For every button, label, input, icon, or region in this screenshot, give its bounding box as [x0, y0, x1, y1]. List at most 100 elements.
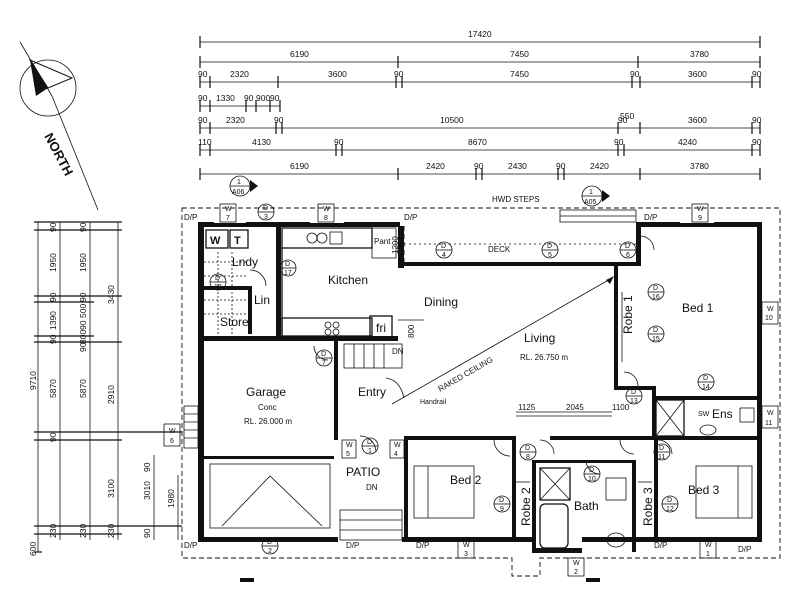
- room-kitchen: Kitchen: [328, 273, 368, 287]
- room-bath: Bath: [574, 499, 599, 513]
- dim-r3-6: 3600: [688, 69, 707, 79]
- svg-text:D: D: [499, 497, 504, 504]
- room-labels: Lndy Lin Store Kitchen Pant fri Dining D…: [220, 195, 733, 526]
- room-living: Living: [524, 331, 555, 345]
- dim-r3-0: 90: [198, 69, 208, 79]
- window-tag: W8: [317, 203, 335, 223]
- svg-text:9: 9: [500, 506, 504, 513]
- dim-r5-6: 90: [752, 115, 762, 125]
- dim-r4-3: 900: [256, 93, 270, 103]
- dp-label: D/P: [184, 213, 197, 222]
- room-bed1: Bed 1: [682, 301, 714, 315]
- dim-r4-1: 1330: [216, 93, 235, 103]
- svg-text:1: 1: [706, 551, 710, 558]
- svg-text:10: 10: [765, 315, 773, 322]
- window-tag: W1: [699, 539, 717, 559]
- dim-r4-0: 90: [198, 93, 208, 103]
- dim-l4-2: 90: [142, 528, 152, 538]
- room-bed3: Bed 3: [688, 483, 720, 497]
- dim-left-overall: 9710: [28, 371, 38, 390]
- svg-text:6: 6: [170, 438, 174, 445]
- room-robe2: Robe 2: [519, 487, 533, 526]
- svg-text:D: D: [267, 539, 272, 546]
- dim-r7-1: 2420: [426, 161, 445, 171]
- svg-text:D: D: [653, 327, 658, 334]
- dim-mid-3: 1200: [391, 236, 400, 254]
- door-tag: D2: [261, 537, 279, 555]
- svg-text:13: 13: [630, 398, 638, 405]
- window-tag: W9: [691, 203, 709, 223]
- door-tag: D12: [661, 495, 679, 513]
- svg-text:9: 9: [698, 215, 702, 222]
- svg-text:7: 7: [226, 215, 230, 222]
- dim-r3-2: 3600: [328, 69, 347, 79]
- svg-text:3: 3: [464, 551, 468, 558]
- dim-r6-0: 110: [198, 137, 212, 147]
- dim-l2-6: 90: [78, 342, 88, 352]
- garage-rl: RL. 26.000 m: [244, 417, 292, 426]
- garage-conc: Conc: [258, 403, 277, 412]
- patio-dn: DN: [366, 483, 378, 492]
- dim-r7-6: 3780: [690, 161, 709, 171]
- svg-text:W: W: [767, 410, 774, 417]
- hwd-steps-label: HWD STEPS: [492, 195, 540, 204]
- dp-label: D/P: [738, 545, 751, 554]
- svg-text:A06: A06: [232, 189, 245, 196]
- left-dimension-lines: 9710 90 1950 90 1390 90 5870 90 230 600 …: [28, 221, 182, 556]
- roof-outline: [181, 207, 781, 577]
- svg-text:1: 1: [368, 448, 372, 455]
- svg-text:D: D: [659, 445, 664, 452]
- svg-text:W: W: [169, 428, 176, 435]
- dim-r2-b: 7450: [510, 49, 529, 59]
- dim-l2-2: 90: [78, 292, 88, 302]
- window-tags: W7 W8 W9 W10 W6 W11 W3 W1 W2 W5 W4: [163, 203, 779, 577]
- svg-text:12: 12: [666, 506, 674, 513]
- door-tag: D5: [541, 241, 559, 259]
- raked-ceiling-label: RAKED CEILING: [437, 355, 495, 394]
- dim-l3-2: 3100: [106, 479, 116, 498]
- svg-text:4: 4: [394, 451, 398, 458]
- dim-l1-7: 230: [48, 524, 58, 538]
- room-fri: fri: [376, 321, 386, 335]
- svg-text:W: W: [323, 206, 330, 213]
- handrail-label: Handrail: [420, 399, 447, 406]
- door-tag: D14: [697, 373, 715, 391]
- dim-l2-0: 90: [78, 222, 88, 232]
- svg-text:6: 6: [626, 252, 630, 259]
- dim-r3-1: 2320: [230, 69, 249, 79]
- dim-l2-1: 1950: [78, 253, 88, 272]
- svg-text:W: W: [705, 542, 712, 549]
- dim-r6-4: 90: [614, 137, 624, 147]
- svg-text:16: 16: [652, 294, 660, 301]
- dim-l3-1: 2910: [106, 385, 116, 404]
- dim-r3-7: 90: [752, 69, 762, 79]
- dp-label: D/P: [184, 541, 197, 550]
- svg-text:1: 1: [237, 179, 241, 186]
- svg-text:A05: A05: [584, 199, 597, 206]
- door-tag: D4: [435, 241, 453, 259]
- door-tag: D13: [625, 387, 643, 405]
- walls: [198, 222, 762, 553]
- svg-text:3: 3: [264, 214, 268, 221]
- svg-text:5: 5: [548, 252, 552, 259]
- svg-text:D: D: [653, 285, 658, 292]
- dim-mid-2: 1100: [612, 403, 630, 412]
- svg-text:W: W: [225, 206, 232, 213]
- dim-mid-0: 1125: [518, 403, 536, 412]
- dim-l2-5: 800: [78, 330, 88, 344]
- dim-r2-a: 6190: [290, 49, 309, 59]
- room-pant: Pant: [374, 237, 391, 246]
- window-tag: W11: [761, 405, 779, 429]
- dim-l1-2: 90: [48, 292, 58, 302]
- room-entry: Entry: [358, 385, 386, 399]
- svg-text:D: D: [321, 351, 326, 358]
- dim-r4-2: 90: [244, 93, 254, 103]
- living-rl: RL. 26.750 m: [520, 353, 568, 362]
- dim-r5-2: 90: [274, 115, 284, 125]
- svg-text:D: D: [441, 243, 446, 250]
- room-garage: Garage: [246, 385, 286, 399]
- room-bed2: Bed 2: [450, 473, 482, 487]
- dim-r4-4: 90: [270, 93, 280, 103]
- dim-mid-4: 800: [407, 324, 416, 338]
- dim-r7-4: 90: [556, 161, 566, 171]
